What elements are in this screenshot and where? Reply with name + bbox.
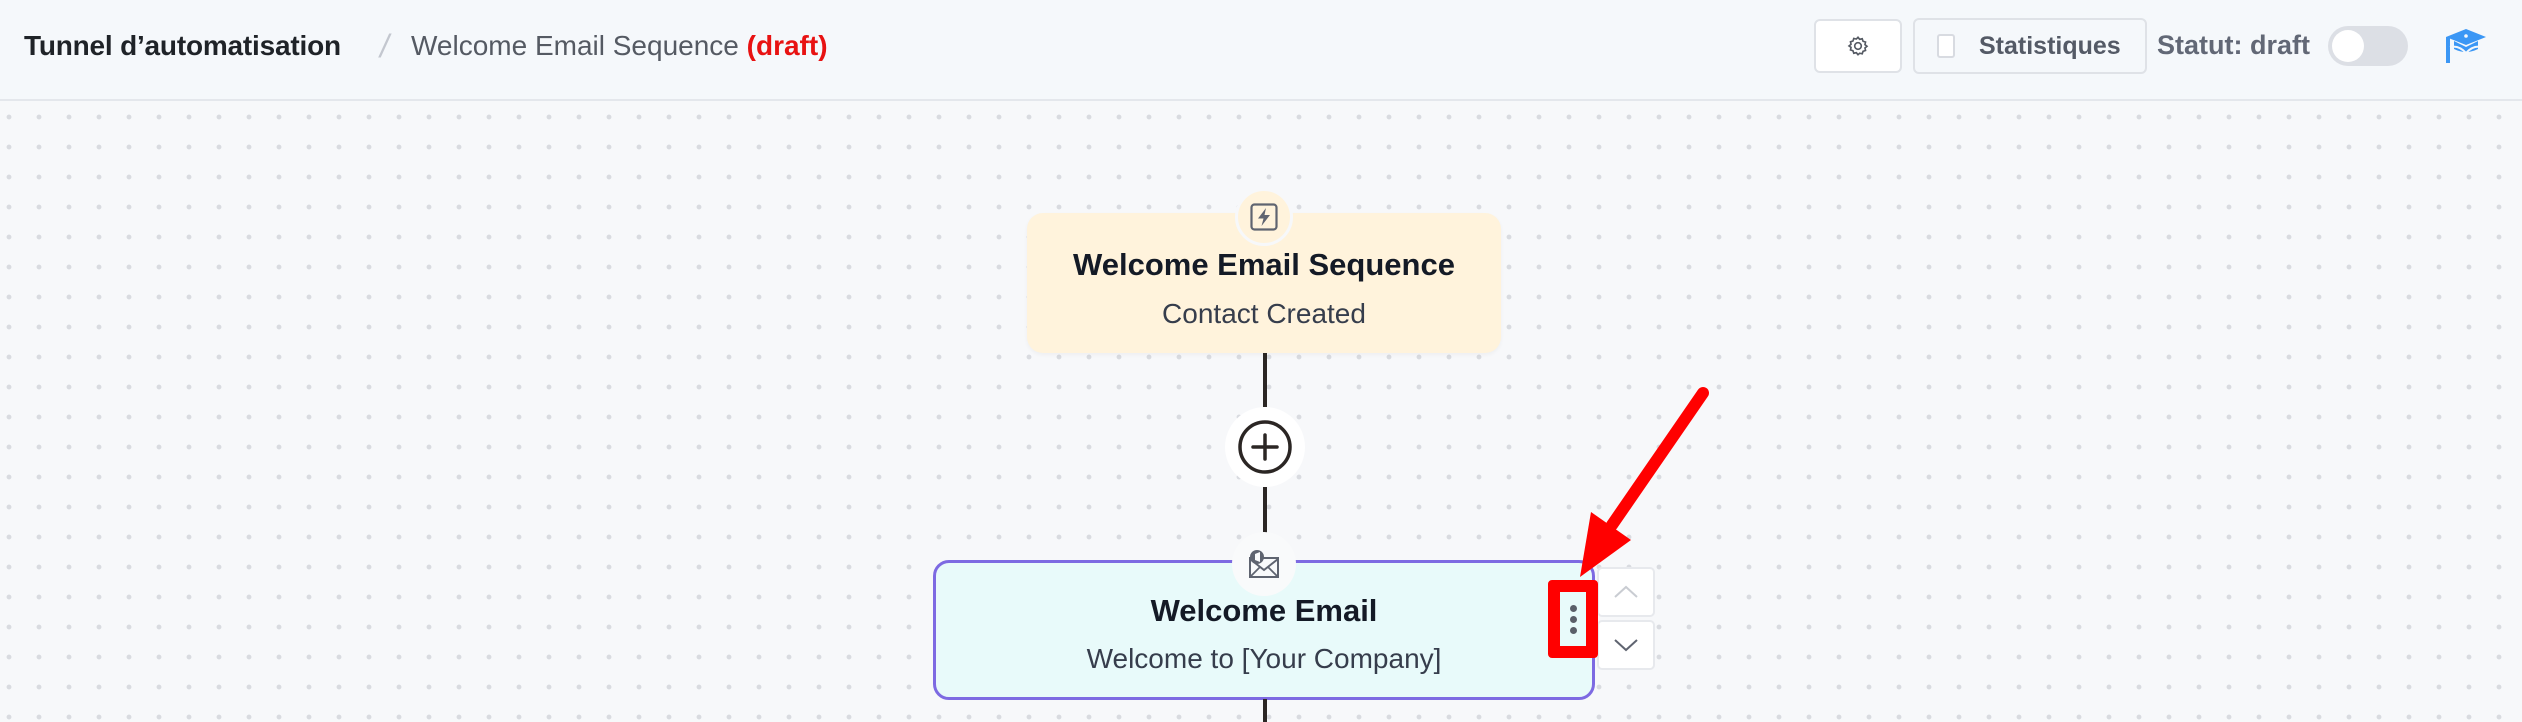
email-megaphone-icon: [1249, 550, 1279, 578]
status-label: Statut: draft: [2157, 30, 2310, 60]
draft-tag: (draft): [746, 30, 828, 61]
connector-line: [1263, 699, 1267, 722]
workflow-name: Welcome Email Sequence: [411, 30, 747, 61]
email-subtitle: Welcome to [Your Company]: [1086, 643, 1442, 674]
breadcrumb-current: Welcome Email Sequence (draft): [411, 30, 828, 62]
lightning-bolt-icon: [1250, 203, 1278, 231]
email-node-menu-button[interactable]: [1560, 591, 1586, 647]
trigger-icon-badge: [1235, 188, 1293, 246]
move-up-button[interactable]: [1597, 567, 1655, 617]
settings-button[interactable]: [1814, 19, 1902, 73]
status-toggle[interactable]: [2328, 26, 2408, 66]
chevron-down-icon: [1614, 639, 1638, 652]
move-down-button[interactable]: [1597, 620, 1655, 670]
gear-icon: [1847, 36, 1869, 56]
breadcrumb-root[interactable]: Tunnel d’automatisation: [24, 30, 341, 61]
plus-circle-icon: [1238, 420, 1292, 474]
ellipsis-dot: [1569, 615, 1577, 623]
chevron-up-icon: [1614, 585, 1638, 598]
statistics-label: Statistiques: [1979, 31, 2121, 60]
connector-line: [1263, 353, 1267, 407]
email-title: Welcome Email: [1150, 593, 1378, 628]
connector-line: [1263, 487, 1267, 533]
statistics-checkbox[interactable]: [1937, 34, 1955, 58]
top-bar: Tunnel d’automatisation / Welcome Email …: [0, 0, 2522, 101]
vertical-ellipsis-icon: [1569, 604, 1577, 612]
trigger-title: Welcome Email Sequence: [1073, 247, 1455, 282]
email-icon-badge: [1232, 532, 1296, 596]
statistics-toggle-button[interactable]: Statistiques: [1913, 18, 2147, 74]
toggle-knob: [2332, 30, 2364, 62]
breadcrumb-separator: /: [380, 28, 389, 64]
trigger-subtitle: Contact Created: [1162, 298, 1366, 329]
ellipsis-dot: [1569, 626, 1577, 634]
graduation-cap-icon[interactable]: [2445, 27, 2487, 63]
add-step-button[interactable]: [1225, 407, 1305, 487]
